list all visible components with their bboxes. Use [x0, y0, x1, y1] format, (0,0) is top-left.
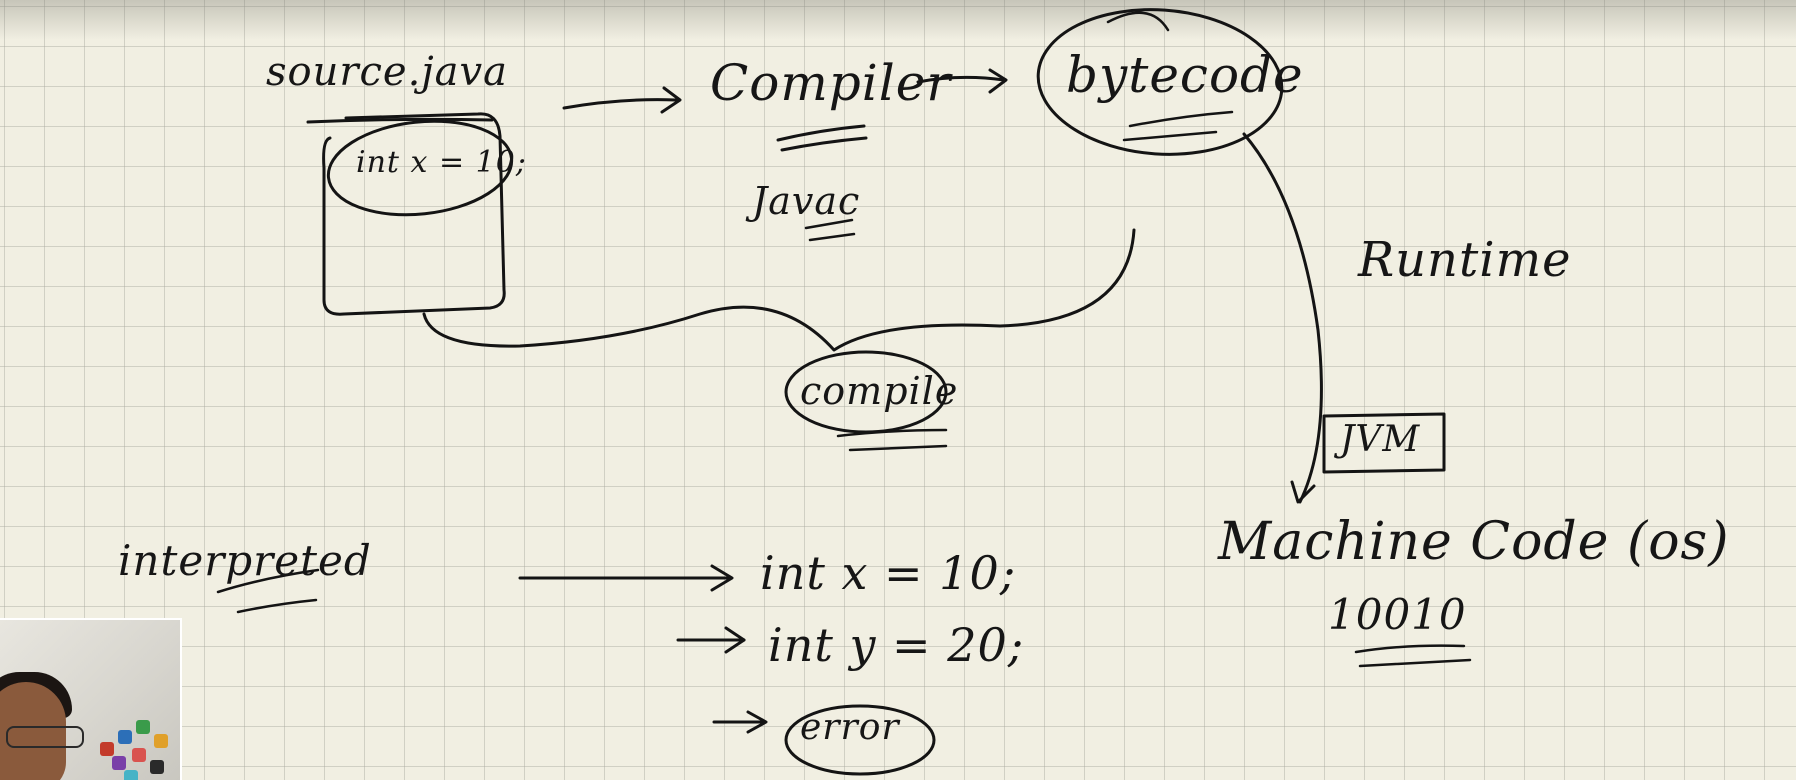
compile-underline-1: [836, 428, 948, 438]
arrow-to-compiler: [562, 98, 678, 110]
binary-underline-1: [1354, 644, 1466, 654]
sticker: [118, 730, 132, 744]
sticker: [112, 756, 126, 770]
sticker: [136, 720, 150, 734]
arrow-line-1-head: [710, 564, 734, 592]
presenter-webcam: [0, 618, 182, 780]
bytecode-underline-1: [1128, 110, 1234, 128]
bytecode-underline-2: [1122, 130, 1218, 142]
bytecode-ellipse: [1036, 8, 1284, 156]
arrow-to-bytecode: [916, 75, 1006, 84]
javac-label: Javac: [752, 179, 861, 223]
interpreted-underline-1: [216, 568, 320, 594]
compile-brace: [422, 228, 1136, 352]
javac-underline-2: [808, 232, 856, 242]
presenter-glasses: [6, 726, 84, 748]
runtime-arrow-head: [1290, 480, 1316, 504]
compile-label: compile: [800, 369, 959, 413]
compiler-underline-2: [780, 136, 868, 152]
error-ellipse: [784, 704, 936, 776]
bytecode-label: bytecode: [1066, 46, 1304, 104]
arrow-to-bytecode-head: [988, 68, 1008, 94]
sticker: [150, 760, 164, 774]
error-label: error: [800, 707, 900, 748]
arrow-to-compiler-head: [660, 86, 682, 114]
compile-underline-2: [848, 444, 948, 452]
binary-label: 10010: [1328, 590, 1467, 639]
binary-underline-2: [1358, 658, 1472, 668]
interpreted-line-2: int y = 20;: [768, 618, 1025, 672]
jvm-label: JVM: [1340, 419, 1421, 460]
compiler-label: Compiler: [710, 54, 952, 112]
source-java-underline: [306, 117, 494, 124]
interpreted-underline-2: [236, 598, 318, 614]
javac-underline-1: [804, 218, 854, 230]
source-java-label: source.java: [266, 49, 508, 95]
sticker-wall: [96, 712, 176, 780]
sticker: [124, 770, 138, 780]
arrow-line-2-head: [724, 626, 746, 654]
sticker: [100, 742, 114, 756]
compiler-underline-1: [776, 124, 866, 142]
runtime-label: Runtime: [1358, 232, 1572, 288]
sticker: [132, 748, 146, 762]
source-file-box: [322, 112, 506, 316]
machine-code-label: Machine Code (os): [1218, 512, 1730, 572]
code-ellipse: [326, 119, 514, 217]
bytecode-ellipse-overlap: [1106, 11, 1170, 32]
runtime-arrow: [1242, 132, 1323, 504]
code-inside-file: int x = 10;: [356, 145, 527, 180]
interpreted-line-1: int x = 10;: [760, 546, 1017, 600]
arrow-error-head: [746, 710, 768, 734]
interpreted-label: interpreted: [118, 536, 372, 585]
jvm-box: [1322, 412, 1446, 474]
sticker: [154, 734, 168, 748]
